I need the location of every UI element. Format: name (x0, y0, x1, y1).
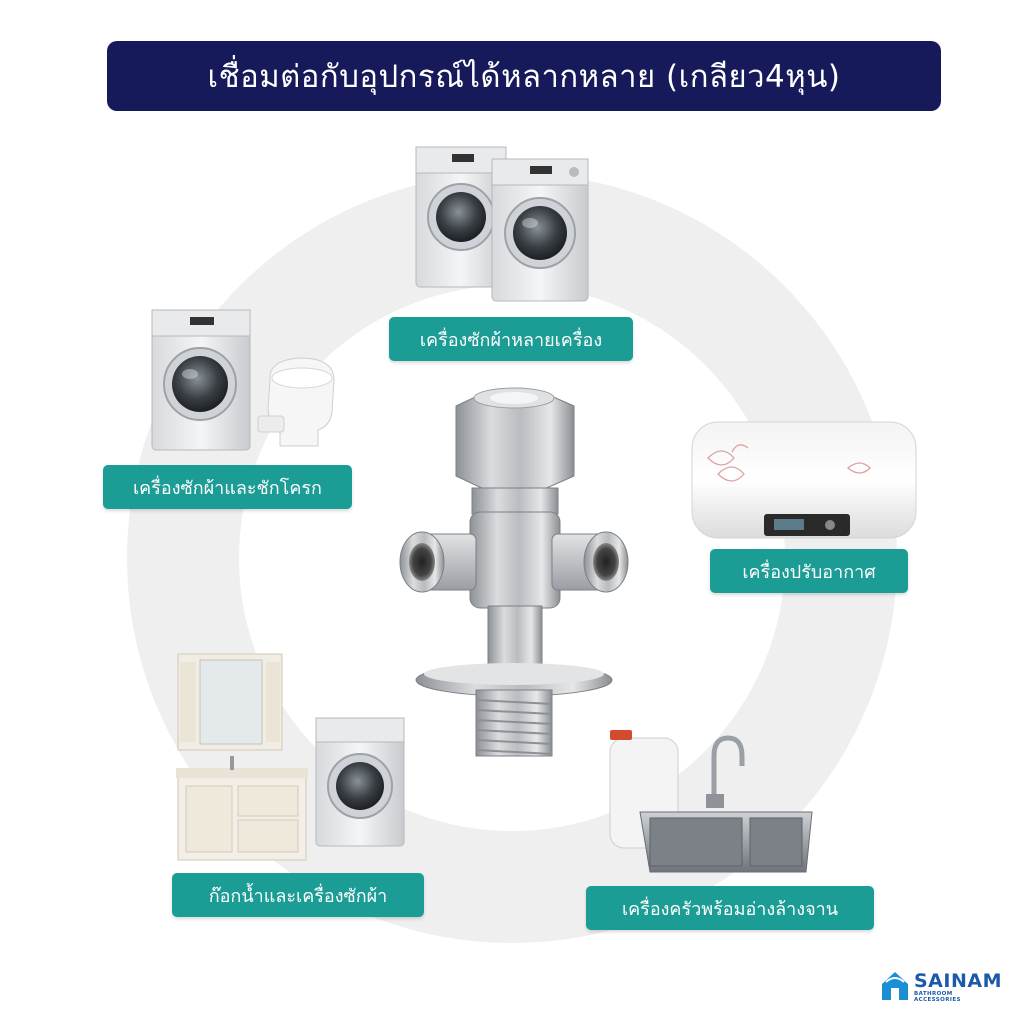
kitchen-sink-image (606, 726, 816, 876)
label-faucet-and-washer: ก๊อกน้ำและเครื่องซักผ้า (172, 873, 424, 917)
vanity-and-washer-image (176, 652, 408, 862)
angle-valve-image (392, 384, 636, 764)
label-kitchen-sink: เครื่องครัวพร้อมอ่างล้างจาน (586, 886, 874, 930)
label-multiple-washers: เครื่องซักผ้าหลายเครื่อง (389, 317, 633, 361)
brand-logo: SAINAM BATHROOM ACCESSORIES (880, 970, 1002, 1004)
label-air-conditioner: เครื่องปรับอากาศ (710, 549, 908, 593)
house-logo-icon (882, 972, 908, 1000)
brand-tagline: BATHROOM ACCESSORIES (914, 991, 961, 1003)
page-title: เชื่อมต่อกับอุปกรณ์ได้หลากหลาย (เกลียว4ห… (207, 59, 841, 95)
label-washer-and-toilet: เครื่องซักผ้าและชักโครก (103, 465, 352, 509)
washing-machines-image (414, 145, 594, 303)
title-banner: เชื่อมต่อกับอุปกรณ์ได้หลากหลาย (เกลียว4ห… (107, 41, 941, 111)
brand-name: SAINAM (914, 970, 1002, 992)
washer-and-toilet-image (150, 308, 340, 453)
water-heater-image (688, 418, 920, 546)
